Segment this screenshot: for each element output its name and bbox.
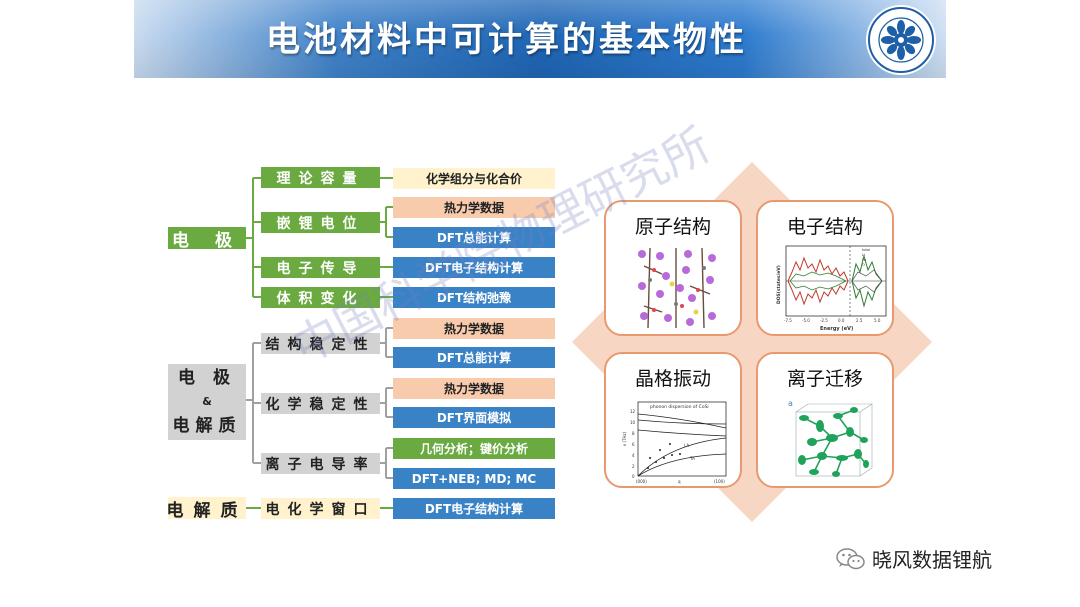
method-thermo-2: 热力学数据 [393, 318, 555, 339]
property-capacity: 理论容量 [261, 167, 380, 188]
dos-tick-4: 0.0 [838, 318, 845, 323]
dos-legend-total: total [862, 248, 870, 252]
phonon-branch-ta: TA [689, 456, 695, 461]
phonon-ytick-4: 4 [632, 453, 635, 458]
method-thermo-1: 热力学数据 [393, 197, 555, 218]
property-stability: 结构稳定性 [261, 333, 380, 354]
card-lattice-vibration: 晶格振动 phonon dispersion of CoSi 12 10 8 6… [604, 352, 742, 488]
phonon-xtick-000: (000) [636, 479, 647, 484]
phonon-ytick-12: 12 [630, 409, 636, 414]
dos-ylabel: DOS(states/eV) [776, 265, 782, 304]
cas-logo [866, 5, 936, 75]
dos-tick-2: -5.0 [802, 318, 810, 323]
category-electrode: 电 极 [168, 227, 246, 251]
dos-legend-fe: Fe [862, 258, 866, 262]
dos-plot: total Li Fe O -7.5 -5.0 -2.5 0.0 2.5 5.0… [776, 245, 887, 332]
phonon-plot: phonon dispersion of CoSi 12 10 8 6 4 2 … [622, 401, 727, 484]
header-banner [134, 0, 946, 78]
wechat-account-name: 晓风数据锂航 [872, 548, 992, 572]
category-line2: 电解质 [172, 416, 242, 436]
card-atomic-structure: 原子结构 [604, 200, 742, 336]
header-sheen [134, 0, 946, 78]
dos-xlabel: Energy (eV) [820, 326, 853, 332]
wechat-icon [836, 547, 865, 569]
property-volume: 体积变化 [261, 287, 380, 308]
property-conduction: 电子传导 [261, 257, 380, 278]
method-dft-electronic-2: DFT电子结构计算 [393, 498, 555, 519]
phonon-ytick-6: 6 [632, 442, 635, 447]
phonon-ytick-10: 10 [630, 420, 636, 425]
card-ion-title: 离子迁移 [786, 368, 863, 390]
phonon-ytick-8: 8 [632, 431, 635, 436]
method-thermo-3: 热力学数据 [393, 378, 555, 399]
category-ampersand: & [202, 395, 212, 408]
ion-panel-label: a [788, 399, 793, 408]
property-chem-stability: 化学稳定性 [261, 393, 380, 414]
page-title: 电池材料中可计算的基本物性 [266, 20, 747, 60]
method-geometry: 几何分析；键价分析 [393, 438, 555, 459]
card-atomic-title: 原子结构 [634, 216, 711, 238]
dos-legend-o: O [862, 263, 865, 267]
dos-tick-1: -7.5 [784, 318, 792, 323]
card-electronic-structure: 电子结构 total Li Fe O -7.5 -5.0 -2.5 0.0 2.… [756, 200, 894, 336]
phonon-ytick-0: 0 [632, 474, 635, 479]
dos-tick-3: -2.5 [820, 318, 828, 323]
method-dft-electronic-1: DFT电子结构计算 [393, 257, 555, 278]
card-lattice-title: 晶格振动 [634, 368, 711, 390]
phonon-branch-la: LA [684, 443, 689, 448]
card-electronic-title: 电子结构 [786, 216, 863, 238]
method-neb-md-mc: DFT+NEB; MD; MC [393, 468, 555, 489]
property-li-potential: 嵌锂电位 [261, 212, 380, 233]
method-dft-energy-2: DFT总能计算 [393, 347, 555, 368]
category-electrolyte: 电解质 [167, 497, 246, 521]
method-dft-relax: DFT结构弛豫 [393, 287, 555, 308]
phonon-ylabel: ν (THz) [622, 431, 627, 446]
card-ion-migration: 离子迁移 a [756, 352, 894, 488]
dos-tick-6: 5.0 [874, 318, 881, 323]
category-electrode-electrolyte: 电 极 & 电解质 [168, 364, 246, 440]
phonon-ytick-2: 2 [632, 464, 635, 469]
dos-legend-li: Li [862, 253, 865, 257]
phonon-xlabel: q [678, 479, 681, 484]
property-ion-conductivity: 离子电导率 [261, 453, 380, 474]
category-line1: 电 极 [178, 368, 236, 388]
property-window: 电化学窗口 [261, 498, 380, 519]
phonon-title: phonon dispersion of CoSi [650, 404, 709, 410]
method-dft-energy-1: DFT总能计算 [393, 227, 555, 248]
ion-migration-image: a [788, 399, 873, 477]
dos-tick-5: 2.5 [856, 318, 863, 323]
method-dft-interface: DFT界面模拟 [393, 407, 555, 428]
phonon-xtick-100: (100) [714, 479, 725, 484]
atomic-structure-image [638, 247, 716, 329]
wechat-footer: 晓风数据锂航 [836, 544, 992, 573]
method-composition: 化学组分与化合价 [393, 168, 555, 189]
